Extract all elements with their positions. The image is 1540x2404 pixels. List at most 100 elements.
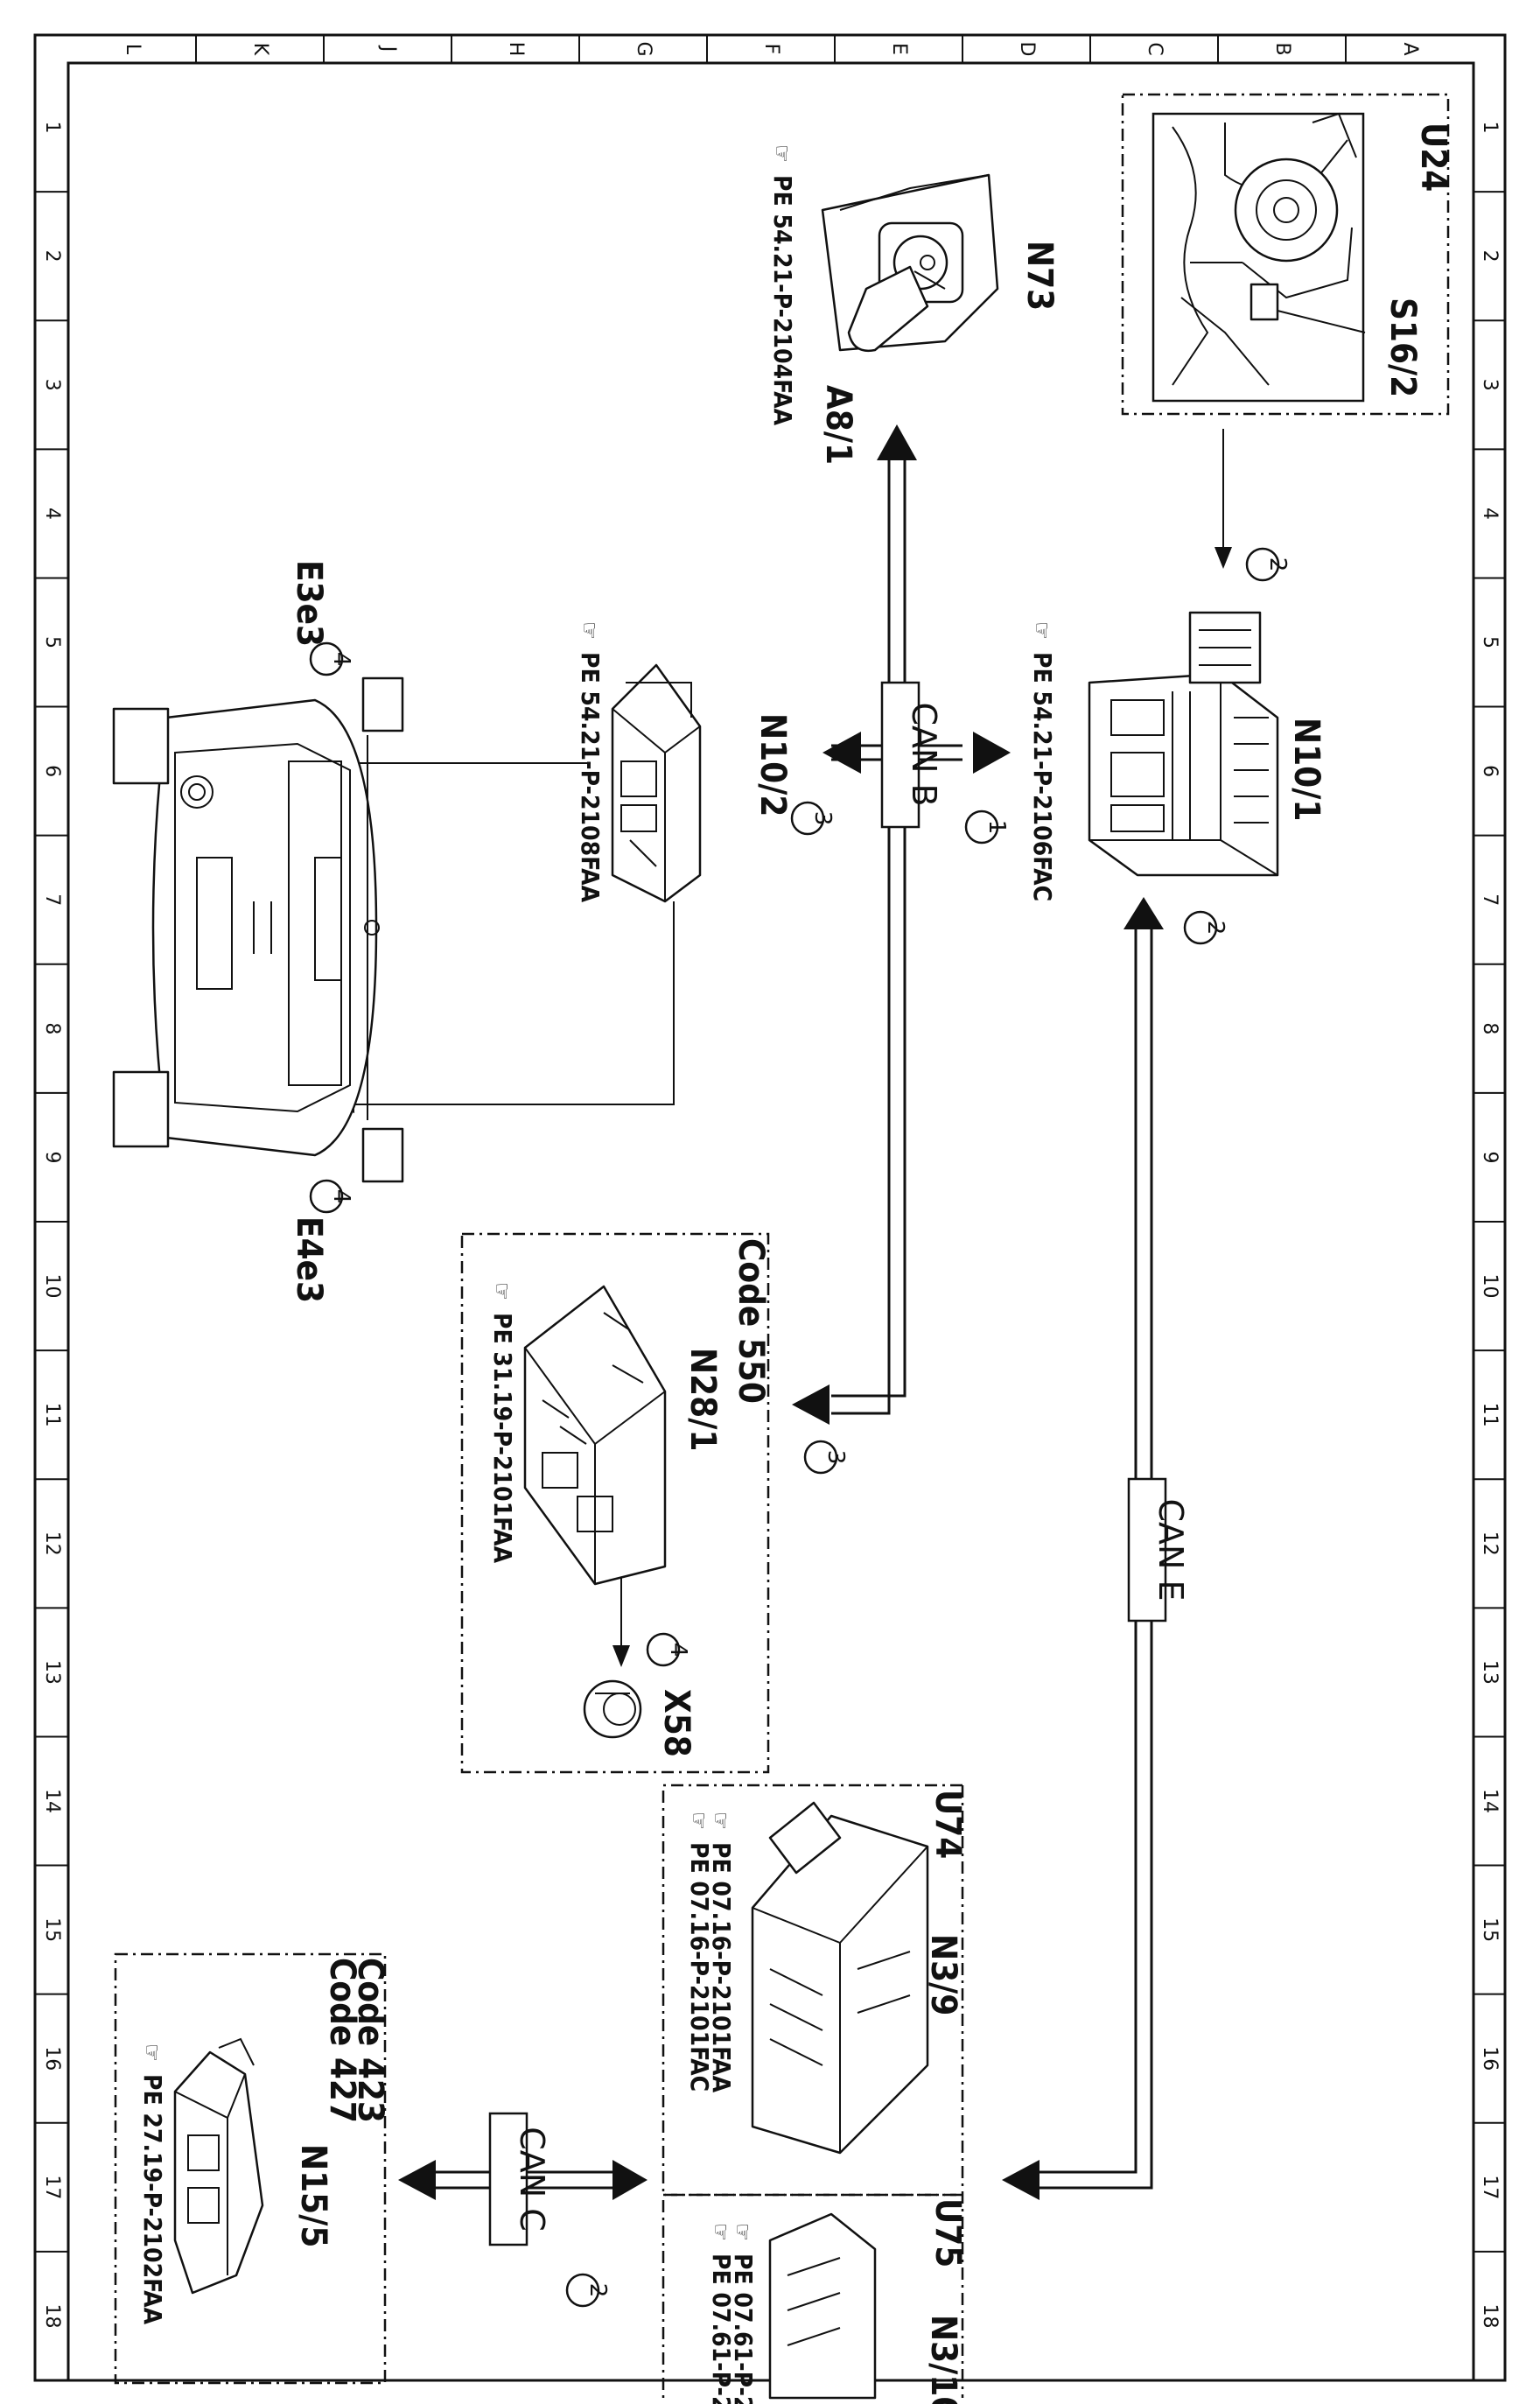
grid-number-13: 13 [1479, 1660, 1501, 1685]
n15-5-module-illustration [173, 2037, 264, 2295]
grid-number-3: 3 [41, 379, 63, 391]
n3-9-ecu-illustration [751, 1801, 929, 2155]
can-b-label: CAN B [880, 681, 943, 829]
arrow-to-n10-1-from-can-e [1124, 897, 1164, 929]
ref-n10-1[interactable]: ☞ PE 54.21-P-2106FAC [1028, 621, 1057, 901]
arrow-to-n15-5 [398, 2160, 436, 2200]
document-references: ☞ PE 54.21-P-2104FAA ☞ PE 54.21-P-2106FA… [138, 144, 1057, 2404]
grid-letter-d: D [1016, 42, 1038, 57]
marker-2-upper-text: 2 [1264, 557, 1291, 572]
grid-number-6: 6 [1479, 765, 1501, 777]
label-code-550: Code 550 [731, 1238, 771, 1404]
label-n3-10: N3/10 [923, 2315, 963, 2404]
ref-n3-10-b-text: PE 07.61-P-2 [707, 2253, 736, 2404]
vehicle-rear-illustration [112, 676, 404, 1183]
grid-number-18: 18 [41, 2303, 63, 2328]
marker-3-n10-2-text: 3 [809, 811, 836, 826]
arrow-to-u74-u75 [612, 2160, 648, 2200]
component-labels: U24 S16/2 N73 A8/1 N10/1 N10/2 E3e3 E4e3… [289, 123, 1453, 2404]
grid-letter-f: F [760, 44, 782, 55]
can-b-trunk-inner [831, 455, 906, 1398]
grid-number-9: 9 [41, 1151, 63, 1163]
arrow-to-x58 [612, 1645, 630, 1667]
label-n73: N73 [1019, 241, 1060, 311]
grid-number-16: 16 [1479, 2046, 1501, 2071]
can-e-trunk-outer [1032, 928, 1138, 2174]
pointing-hand-document-icon: ☞ [707, 2223, 733, 2241]
marker-3-n28-1: 3 [803, 1440, 849, 1475]
can-c-label-text: CAN C [513, 2127, 551, 2232]
marker-1: 1 [964, 810, 1010, 845]
grid-number-15: 15 [41, 1917, 63, 1942]
grid-number-18: 18 [1479, 2303, 1501, 2328]
arrow-to-u74 [1002, 2160, 1040, 2200]
ref-n28-1[interactable]: ☞ PE 31.19-P-2101FAA [488, 1282, 517, 1564]
can-b-bus [792, 424, 1011, 1425]
pointing-hand-document-icon: ☞ [685, 1812, 711, 1830]
n10-2-to-e4e3-line [350, 901, 675, 1105]
pointing-hand-document-icon: ☞ [576, 621, 602, 640]
grid-number-4: 4 [41, 508, 63, 520]
grid-number-8: 8 [1479, 1022, 1501, 1034]
grid-number-4: 4 [1479, 508, 1501, 520]
grid-number-11: 11 [1479, 1403, 1501, 1427]
label-u24: U24 [1413, 123, 1453, 192]
grid-number-14: 14 [1479, 1789, 1501, 1813]
ref-n73[interactable]: ☞ PE 54.21-P-2104FAA [768, 144, 797, 426]
pointing-hand-document-icon: ☞ [1028, 621, 1054, 640]
label-code-427: Code 427 [322, 1958, 362, 2123]
ref-n3-9-b[interactable]: ☞ PE 07.16-P-2101FAC [685, 1812, 714, 2092]
grid-number-5: 5 [41, 636, 63, 648]
ref-n15-5[interactable]: ☞ PE 27.19-P-2102FAA [138, 2043, 167, 2325]
marker-4-e4e3: 4 [309, 1179, 354, 1214]
marker-4-e4e3-text: 4 [328, 1189, 354, 1204]
grid-number-17: 17 [1479, 2175, 1501, 2199]
ref-n73-text: PE 54.21-P-2104FAA [768, 175, 797, 426]
label-u75: U75 [928, 2198, 968, 2267]
label-n28-1: N28/1 [682, 1348, 723, 1451]
marker-4-e3e3: 4 [309, 641, 354, 676]
n3-10-ecu-illustration [768, 2212, 877, 2400]
grid-number-7: 7 [41, 894, 63, 906]
pointing-hand-document-icon: ☞ [488, 1282, 514, 1300]
code-423-427-group-box [114, 1952, 387, 2385]
grid-letter-j: J [377, 45, 399, 53]
arrow-to-n10-2 [822, 732, 861, 774]
marker-3-n10-2: 3 [790, 801, 836, 836]
discrete-signals [332, 429, 1232, 1667]
can-c-label-box [488, 2112, 528, 2246]
grid-letter-a: A [1399, 42, 1421, 55]
ref-n3-10-a-text: PE 07.61-P-2 [729, 2253, 758, 2404]
ref-n3-10-b[interactable]: ☞ PE 07.61-P-2 [707, 2223, 736, 2404]
ref-n3-10-a[interactable]: ☞ PE 07.61-P-2 [729, 2223, 758, 2404]
label-a8-1: A8/1 [818, 385, 858, 465]
n28-1-module-illustration [523, 1285, 667, 1586]
u24-group-box [1121, 93, 1450, 416]
ref-n3-9-b-text: PE 07.16-P-2101FAC [685, 1842, 714, 2092]
marker-2-middle-text: 2 [1202, 921, 1228, 936]
x58-socket-illustration [583, 1679, 642, 1739]
can-c-label: CAN C [488, 2112, 551, 2246]
grid-number-13: 13 [41, 1660, 63, 1685]
label-x58: X58 [656, 1689, 696, 1757]
ref-n10-1-text: PE 54.21-P-2106FAC [1028, 652, 1057, 901]
grid-number-8: 8 [41, 1022, 63, 1034]
label-n10-2: N10/2 [752, 713, 793, 817]
n10-2-module-illustration [611, 663, 702, 903]
grid-letter-h: H [505, 42, 527, 57]
ref-n10-2[interactable]: ☞ PE 54.21-P-2108FAA [576, 621, 605, 903]
s16-2-leader [1277, 310, 1366, 333]
label-e4e3: E4e3 [289, 1216, 329, 1303]
s16-2-switch-illustration [1152, 112, 1366, 403]
grid-number-2: 2 [1479, 250, 1501, 263]
ref-n3-9-a[interactable]: ☞ PE 07.16-P-2101FAA [707, 1812, 736, 2093]
u75-group-box [662, 2193, 962, 2398]
marker-3-n28-1-text: 3 [822, 1450, 849, 1465]
can-e-label-text: CAN E [1152, 1498, 1190, 1601]
can-b-trunk-outer [831, 455, 891, 1415]
can-e-label-box [1127, 1477, 1167, 1623]
label-code-423: Code 423 [350, 1958, 390, 2123]
